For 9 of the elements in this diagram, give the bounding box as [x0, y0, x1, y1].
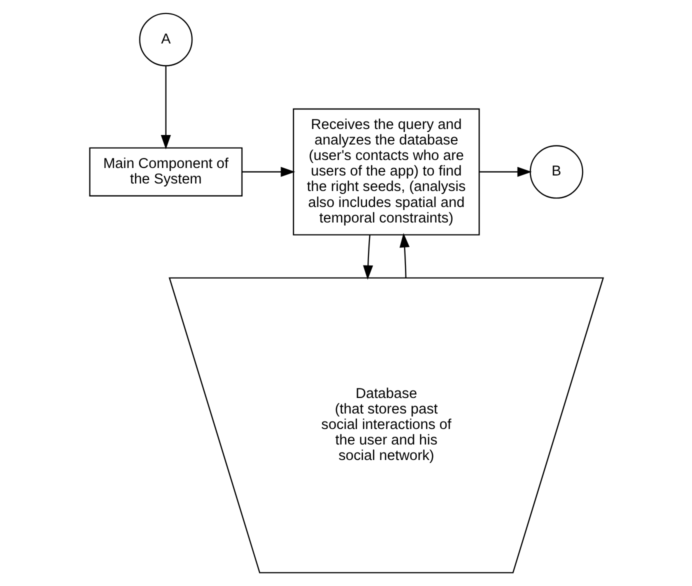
- node-circle: A: [138, 12, 192, 66]
- arrow: [242, 166, 295, 177]
- arrow: [160, 66, 170, 150]
- arrow: [399, 233, 410, 278]
- node-box: Main Component of the System: [88, 147, 242, 196]
- node-circle: B: [529, 145, 583, 199]
- node-box: Receives the query and analyzes the database (user's contacts who are users of the app) to find the right seeds, (analysis also includes spatial and temporal constraints): [292, 108, 480, 236]
- arrow: [478, 166, 532, 177]
- arrow: [362, 234, 373, 280]
